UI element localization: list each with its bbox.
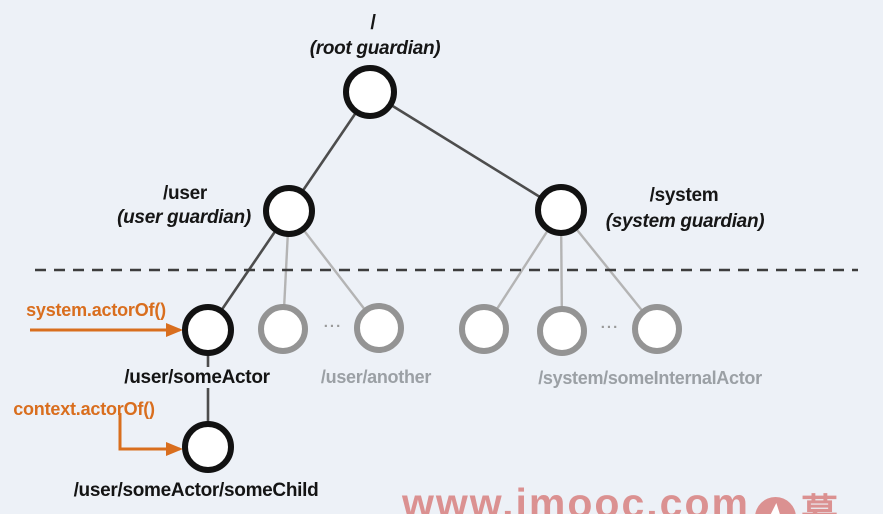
context-actorof-arrow <box>118 413 183 456</box>
system-child-a-node <box>459 304 509 354</box>
user-child-b-node <box>354 303 404 353</box>
imooc-logo-icon <box>755 497 796 514</box>
user-child-a-node <box>258 304 308 354</box>
root-guardian-node <box>343 65 397 119</box>
some-actor-node <box>182 304 234 356</box>
some-child-node <box>182 421 234 473</box>
edge-root-guardian-node-to-system-guardian-node <box>369 90 562 212</box>
imooc-sail-icon <box>767 503 784 514</box>
watermark-brand-text: 慕课网 <box>801 492 843 514</box>
watermark-url-text: www.imooc.com <box>402 480 750 514</box>
system-child-c-node <box>632 304 682 354</box>
system-child-b-node <box>537 306 587 356</box>
system-guardian-node <box>535 184 587 236</box>
user-guardian-node <box>263 185 315 237</box>
